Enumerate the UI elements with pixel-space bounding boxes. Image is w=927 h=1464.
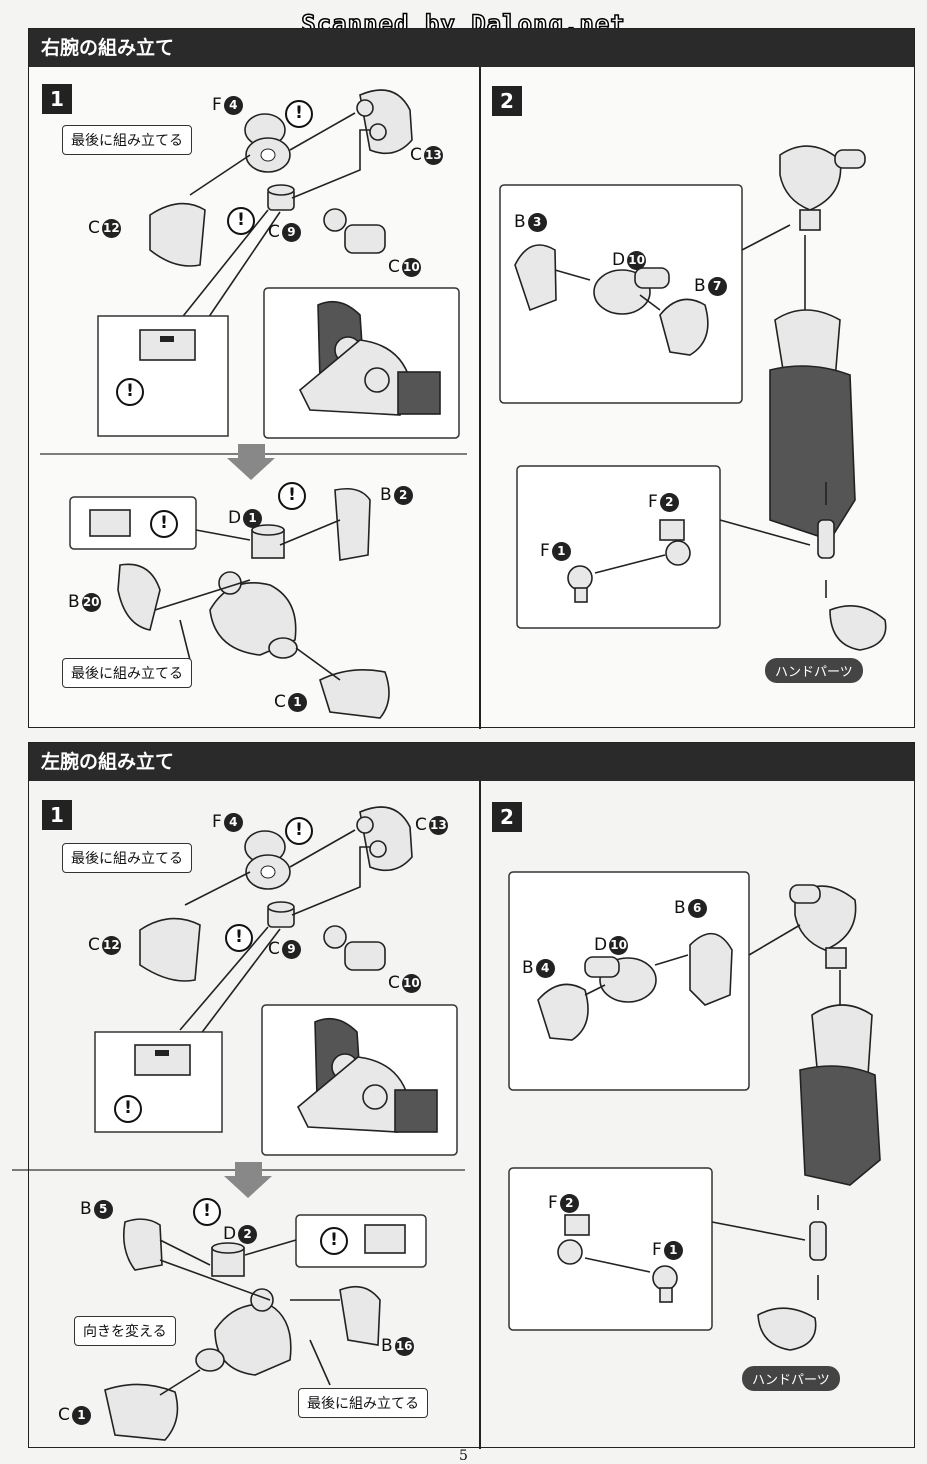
part-c12 <box>149 202 206 267</box>
callout-assemble-last: 最後に組み立てる <box>62 658 192 688</box>
step-number-1: 1 <box>42 800 72 830</box>
divider <box>479 781 481 1449</box>
page-number: 5 <box>459 1448 468 1464</box>
warning-icon: ! <box>116 378 144 406</box>
part-c9 <box>267 184 295 211</box>
callout-assemble-last: 最後に組み立てる <box>62 843 192 873</box>
section-title: 左腕の組み立て <box>29 743 914 781</box>
part-f4-left <box>244 830 291 890</box>
part-c10 <box>323 208 386 254</box>
divider <box>479 67 481 729</box>
warning-icon: ! <box>150 510 178 538</box>
warning-icon: ! <box>285 817 313 845</box>
step-number-2: 2 <box>492 86 522 116</box>
hand-parts-label: ハンドパーツ <box>765 658 863 683</box>
warning-icon: ! <box>285 100 313 128</box>
callout-assemble-last: 最後に組み立てる <box>62 125 192 155</box>
part-f4 <box>244 113 291 173</box>
arrow-down <box>227 444 275 480</box>
callout-change-direction: 向きを変える <box>74 1316 176 1346</box>
warning-icon: ! <box>227 207 255 235</box>
hand-parts-label: ハンドパーツ <box>742 1366 840 1391</box>
warning-icon: ! <box>225 924 253 952</box>
warning-icon: ! <box>320 1227 348 1255</box>
callout-assemble-last: 最後に組み立てる <box>298 1388 428 1418</box>
warning-icon: ! <box>278 482 306 510</box>
warning-icon: ! <box>193 1198 221 1226</box>
section-left-arm: 左腕の組み立て <box>28 742 915 1449</box>
part-c13 <box>356 89 413 155</box>
section-title: 右腕の組み立て <box>29 29 914 67</box>
step-number-1: 1 <box>42 84 72 114</box>
step-number-2: 2 <box>492 802 522 832</box>
warning-icon: ! <box>114 1095 142 1123</box>
